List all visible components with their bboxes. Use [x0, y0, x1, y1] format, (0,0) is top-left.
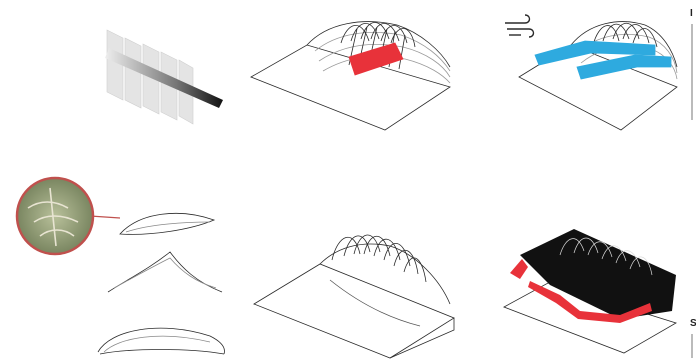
wind-terrain-panel	[495, 5, 680, 135]
leaf-form-1	[120, 213, 214, 234]
leaf-form-2	[108, 252, 222, 292]
shadow-render-diagram	[500, 215, 680, 355]
edge-glyph-bottom: S	[690, 318, 696, 329]
wind-terrain-diagram	[495, 5, 680, 135]
shading-fins-panel	[95, 8, 230, 128]
edge-glyph-top: I	[690, 8, 693, 19]
shadow-render-panel	[500, 215, 680, 355]
arched-terrain-panel	[250, 220, 460, 360]
edge-rule-bottom	[691, 334, 693, 358]
leaf-form-3	[98, 328, 224, 354]
leaf-study-diagram	[10, 170, 240, 360]
arched-terrain-diagram	[250, 220, 460, 360]
edge-rule-top	[691, 24, 693, 120]
leaf-study-panel	[10, 170, 240, 360]
solar-terrain-diagram	[245, 5, 460, 135]
wind-icon	[505, 15, 534, 37]
red-accent-left	[510, 259, 528, 279]
shading-fins-diagram	[95, 8, 230, 128]
solar-terrain-panel	[245, 5, 460, 135]
